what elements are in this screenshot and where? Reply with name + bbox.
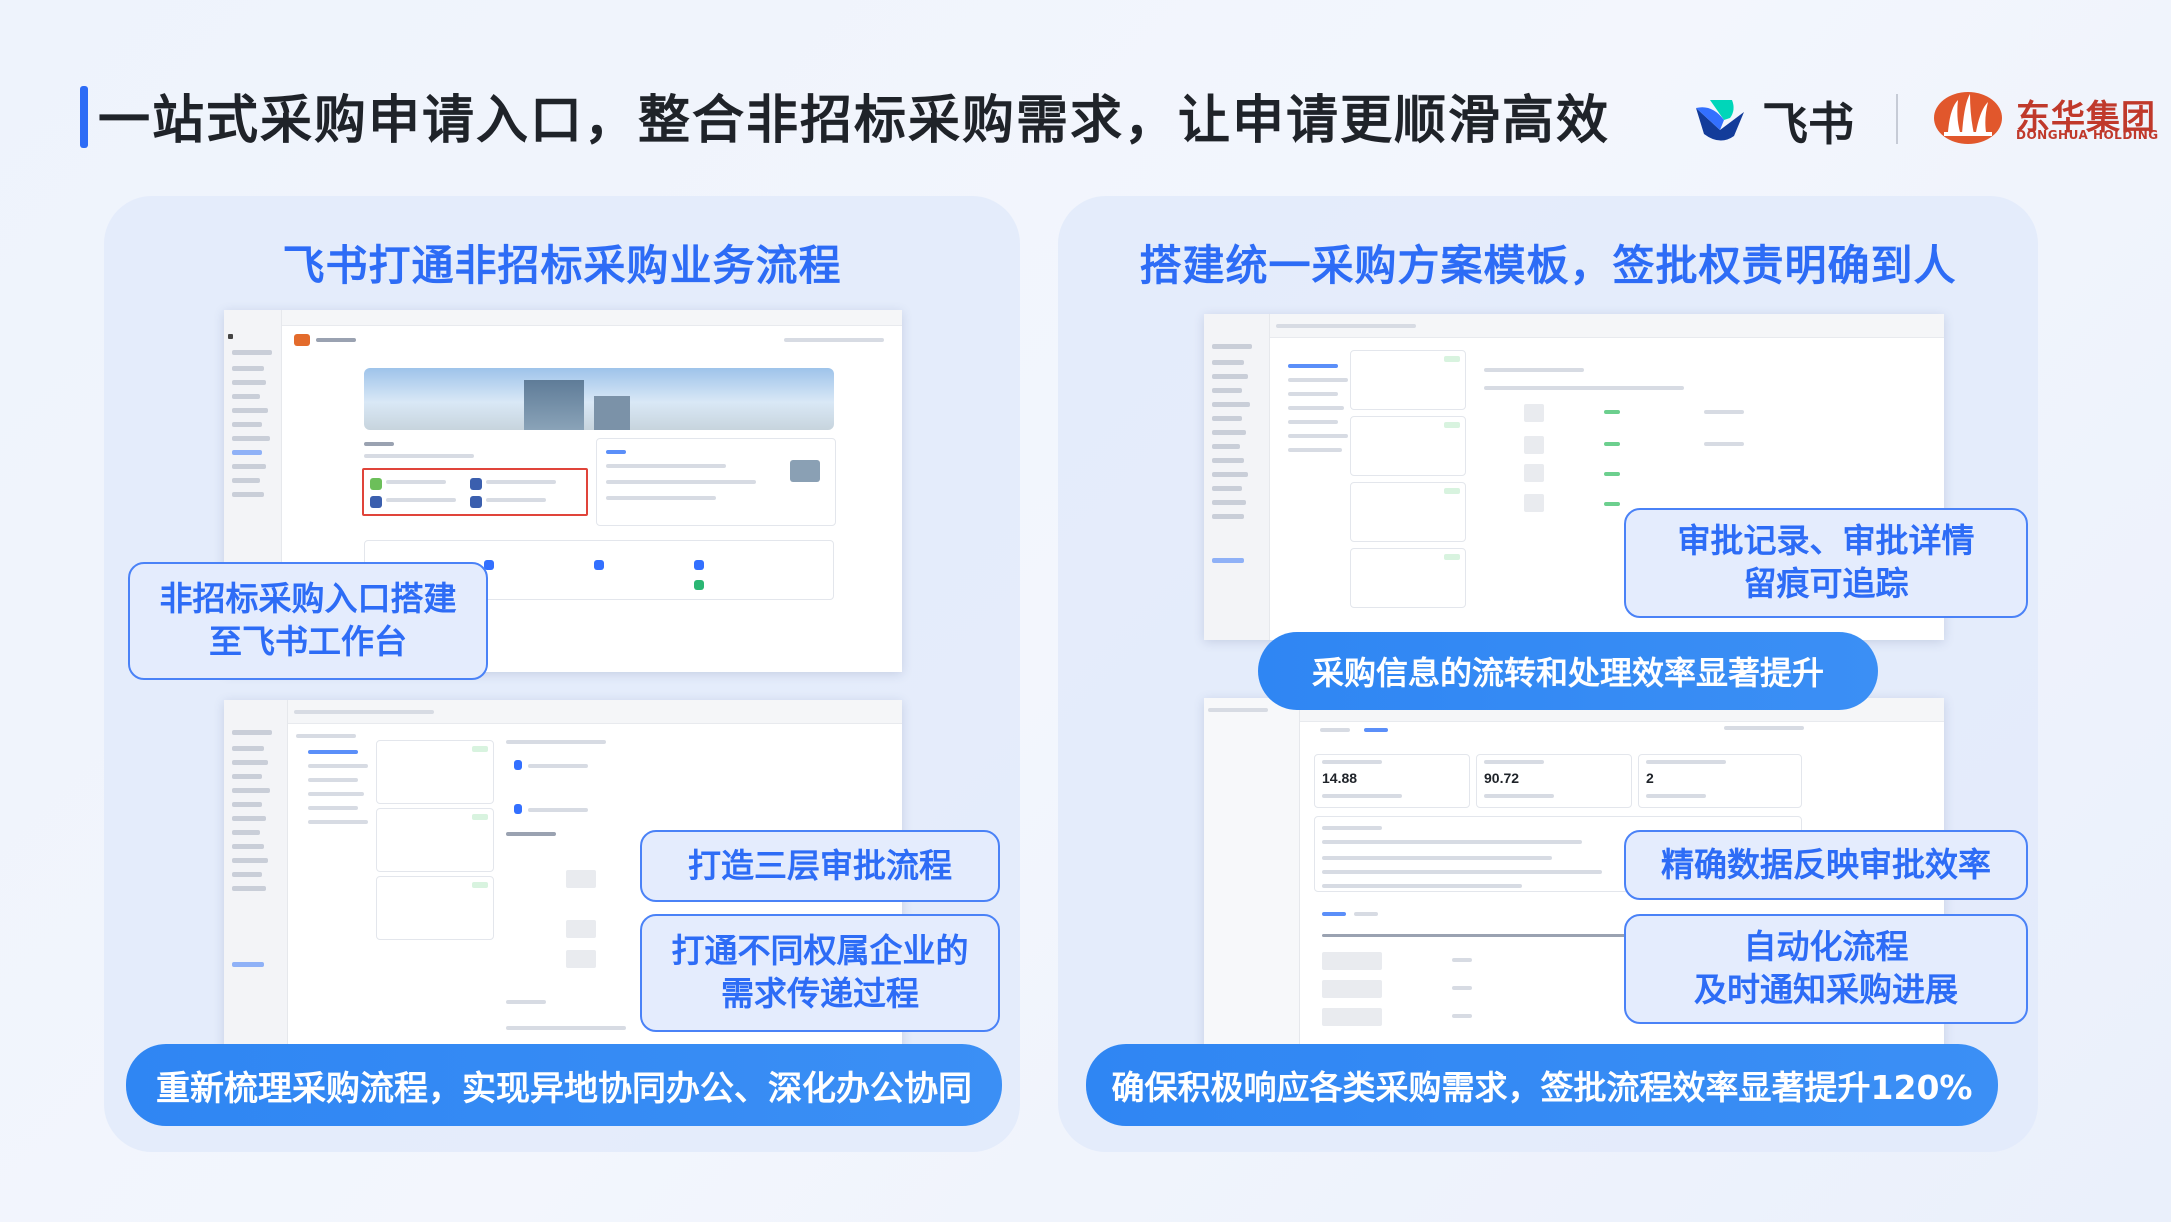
- donghua-logo-text: 东华集团: [2016, 98, 2156, 138]
- callout-demand-transfer: 打通不同权属企业的 需求传递过程: [640, 914, 1000, 1032]
- left-bottom-pill: 重新梳理采购流程，实现异地协同办公、深化办公协同: [126, 1044, 1002, 1126]
- title-accent-bar: [80, 86, 88, 148]
- callout-text: 留痕可追踪: [1743, 564, 1909, 603]
- donghua-logo-icon: [1934, 92, 2002, 144]
- right-panel-title: 搭建统一采购方案模板，签批权责明确到人: [1139, 241, 1957, 290]
- callout-data-efficiency: 精确数据反映审批效率: [1624, 830, 2028, 900]
- right-panel: 搭建统一采购方案模板，签批权责明确到人: [1058, 196, 2038, 1152]
- feishu-logo-icon: [1696, 100, 1744, 141]
- right-bottom-pill: 确保积极响应各类采购需求，签批流程效率显著提升120%: [1086, 1044, 1998, 1126]
- callout-three-level-approval: 打造三层审批流程: [640, 830, 1000, 902]
- stat-value: 90.72: [1484, 770, 1520, 786]
- approval-records-screenshot: [1204, 314, 1944, 640]
- callout-text: 非招标采购入口搭建: [159, 579, 457, 619]
- callout-text: 打造三层审批流程: [688, 845, 952, 885]
- callout-text: 打通不同权属企业的: [671, 931, 969, 971]
- stat-value: 14.88: [1322, 770, 1358, 786]
- callout-text: 精确数据反映审批效率: [1661, 844, 1991, 884]
- callout-text: 自动化流程: [1743, 927, 1909, 967]
- donghua-logo-subtext: DONGHUA HOLDING: [2016, 128, 2159, 142]
- logo-divider: [1896, 94, 1898, 144]
- callout-text: 至飞书工作台: [209, 622, 407, 661]
- callout-automation: 自动化流程 及时通知采购进展: [1624, 914, 2028, 1024]
- stat-value: 2: [1646, 770, 1654, 786]
- callout-text: 审批记录、审批详情: [1677, 521, 1975, 561]
- callout-text: 及时通知采购进展: [1694, 970, 1958, 1009]
- right-mid-pill: 采购信息的流转和处理效率显著提升: [1258, 632, 1878, 710]
- feishu-logo-text: 飞书: [1762, 97, 1854, 151]
- callout-text: 需求传递过程: [721, 974, 919, 1013]
- left-panel-title: 飞书打通非招标采购业务流程: [282, 241, 842, 290]
- callout-workspace-entry: 非招标采购入口搭建 至飞书工作台: [128, 562, 488, 680]
- left-panel: 飞书打通非招标采购业务流程: [104, 196, 1020, 1152]
- page-title: 一站式采购申请入口，整合非招标采购需求，让申请更顺滑高效: [98, 91, 1611, 151]
- callout-approval-records: 审批记录、审批详情 留痕可追踪: [1624, 508, 2028, 618]
